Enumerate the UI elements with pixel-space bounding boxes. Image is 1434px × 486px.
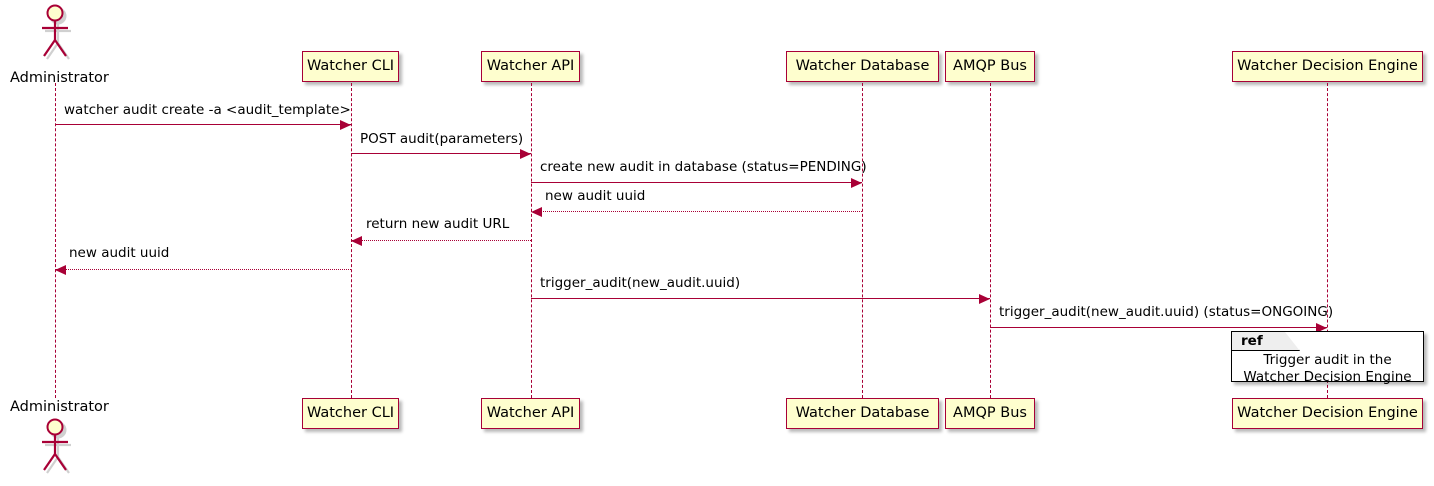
- lifeline-watcher-database: [862, 83, 863, 398]
- lifeline-administrator: [55, 83, 56, 398]
- message-label-m4: new audit uuid: [545, 188, 646, 204]
- message-arrowhead-m5: [351, 235, 362, 246]
- participant-label-administrator-bottom: Administrator: [10, 399, 109, 415]
- actor-administrator-top: [33, 4, 89, 60]
- participant-box-watcher-api-top[interactable]: Watcher API: [481, 51, 580, 82]
- message-line-m5: [351, 240, 531, 241]
- message-line-m2: [351, 153, 531, 154]
- message-arrowhead-m1: [340, 119, 351, 130]
- participant-label-watcher-database-top: Watcher Database: [795, 58, 930, 75]
- participant-label-watcher-api-bottom: Watcher API: [486, 405, 575, 422]
- message-line-m4: [531, 211, 862, 212]
- message-line-m3: [531, 182, 862, 183]
- participant-label-administrator-top: Administrator: [10, 70, 109, 86]
- actor-figure-icon: [42, 418, 71, 474]
- message-label-m5: return new audit URL: [366, 216, 510, 232]
- participant-box-watcher-database-bottom[interactable]: Watcher Database: [786, 398, 939, 429]
- message-label-m2: POST audit(parameters): [360, 131, 524, 147]
- message-arrowhead-m2: [520, 148, 531, 159]
- message-label-m8: trigger_audit(new_audit.uuid) (status=ON…: [999, 304, 1334, 320]
- participant-box-amqp-bus-top[interactable]: AMQP Bus: [945, 51, 1035, 82]
- participant-label-watcher-cli-top: Watcher CLI: [306, 58, 395, 75]
- fragment-body-line: Trigger audit in the: [1263, 352, 1392, 368]
- message-line-m6: [55, 269, 351, 270]
- participant-box-watcher-api-bottom[interactable]: Watcher API: [481, 398, 580, 429]
- fragment-body-line: Watcher Decision Engine: [1243, 368, 1412, 385]
- participant-label-amqp-bus-bottom: AMQP Bus: [953, 405, 1027, 422]
- participant-label-watcher-decision-engine-top: Watcher Decision Engine: [1237, 58, 1418, 75]
- message-line-m7: [531, 298, 990, 299]
- actor-figure-icon: [42, 4, 71, 60]
- participant-box-watcher-cli-top[interactable]: Watcher CLI: [302, 51, 399, 82]
- message-label-m7: trigger_audit(new_audit.uuid): [540, 275, 741, 291]
- message-line-m1: [55, 124, 351, 125]
- participant-box-watcher-cli-bottom[interactable]: Watcher CLI: [302, 398, 399, 429]
- participant-box-watcher-decision-engine-top[interactable]: Watcher Decision Engine: [1232, 51, 1423, 82]
- fragment-tab-label-ref-trigger-audit: ref: [1241, 333, 1263, 349]
- message-label-m1: watcher audit create -a <audit_template>: [64, 102, 351, 118]
- lifeline-watcher-decision-engine: [1327, 83, 1328, 398]
- lifeline-amqp-bus: [990, 83, 991, 398]
- message-arrowhead-m7: [979, 293, 990, 304]
- participant-box-amqp-bus-bottom[interactable]: AMQP Bus: [945, 398, 1035, 429]
- actor-administrator-bottom: [33, 418, 89, 474]
- participant-label-watcher-cli-bottom: Watcher CLI: [306, 405, 395, 422]
- participant-label-watcher-api-top: Watcher API: [486, 58, 575, 75]
- message-arrowhead-m4: [531, 206, 542, 217]
- message-line-m8: [990, 327, 1327, 328]
- lifeline-watcher-api: [531, 83, 532, 398]
- participant-box-watcher-decision-engine-bottom[interactable]: Watcher Decision Engine: [1232, 398, 1423, 429]
- participant-label-watcher-decision-engine-bottom: Watcher Decision Engine: [1237, 405, 1418, 422]
- message-arrowhead-m3: [851, 177, 862, 188]
- message-arrowhead-m8: [1316, 322, 1327, 333]
- message-label-m3: create new audit in database (status=PEN…: [540, 159, 867, 175]
- message-label-m6: new audit uuid: [69, 245, 170, 261]
- participant-label-watcher-database-bottom: Watcher Database: [795, 405, 930, 422]
- participant-box-watcher-database-top[interactable]: Watcher Database: [786, 51, 939, 82]
- message-arrowhead-m6: [55, 264, 66, 275]
- participant-label-amqp-bus-top: AMQP Bus: [953, 58, 1027, 75]
